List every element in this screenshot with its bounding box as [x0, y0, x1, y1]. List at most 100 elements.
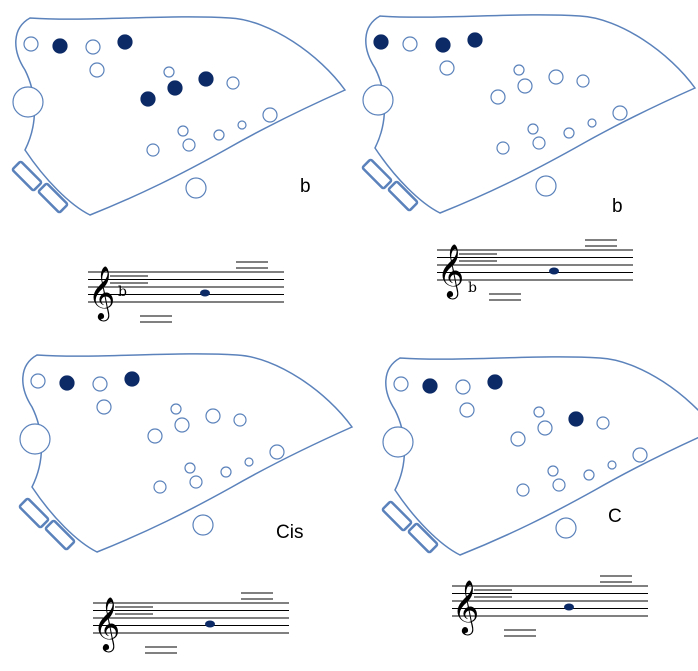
fingering-panel-2: b 𝄞 b: [361, 14, 697, 301]
note-label-1: b: [300, 176, 311, 197]
note-head: [200, 289, 210, 297]
hole-open: [576, 74, 590, 88]
hole-open: [146, 143, 160, 157]
hole-open: [527, 123, 539, 135]
hole-open: [533, 406, 545, 418]
hole-open: [459, 402, 475, 418]
hole-open: [174, 417, 190, 433]
hole-open: [612, 105, 628, 121]
hole-closed: [568, 411, 584, 427]
hole-open: [170, 403, 182, 415]
hole-open: [516, 483, 530, 497]
hole-closed: [167, 80, 183, 96]
hole-open: [262, 107, 278, 123]
hole-open: [205, 408, 221, 424]
hole-closed: [422, 378, 438, 394]
hole-open: [96, 399, 112, 415]
staff-3: 𝄞: [93, 592, 289, 654]
hole-open: [607, 460, 617, 470]
note-head: [564, 603, 574, 611]
vent-slot: [44, 519, 76, 551]
hole-open: [19, 423, 51, 455]
hole-open: [535, 175, 557, 197]
staff-4: 𝄞: [452, 575, 648, 637]
hole-open: [182, 138, 196, 152]
treble-clef-icon: 𝄞: [88, 265, 115, 321]
hole-open: [555, 517, 577, 539]
note-label-4: C: [608, 506, 622, 527]
hole-closed: [52, 38, 68, 54]
staff-2: 𝄞: [437, 239, 633, 301]
hole-open: [153, 480, 167, 494]
key-signature-flat-1: b: [118, 284, 127, 300]
hole-open: [496, 141, 510, 155]
hole-open: [163, 66, 175, 78]
hole-open: [89, 62, 105, 78]
hole-open: [439, 60, 455, 76]
vent-slot: [407, 522, 439, 554]
hole-open: [226, 76, 240, 90]
vent-slot: [18, 497, 50, 529]
treble-clef-icon: 𝄞: [437, 243, 464, 299]
hole-closed: [140, 91, 156, 107]
hole-closed: [198, 71, 214, 87]
hole-open: [537, 420, 553, 436]
vent-slot: [387, 180, 419, 212]
note-label-3: Cis: [276, 522, 303, 543]
hole-open: [596, 416, 610, 430]
hole-open: [402, 36, 418, 52]
hole-open: [547, 465, 559, 477]
hole-closed: [467, 32, 483, 48]
hole-open: [23, 36, 39, 52]
ocarina-diagram-4: [381, 356, 698, 556]
note-head: [549, 267, 559, 275]
hole-open: [587, 118, 597, 128]
fingering-panel-3: Cis 𝄞: [18, 353, 354, 654]
hole-closed: [487, 374, 503, 390]
vent-slot: [361, 158, 393, 190]
hole-open: [362, 84, 394, 116]
hole-open: [213, 129, 225, 141]
hole-open: [244, 457, 254, 467]
hole-open: [490, 89, 506, 105]
note-head: [205, 620, 215, 628]
hole-open: [455, 379, 471, 395]
hole-open: [147, 428, 163, 444]
ocarina-diagram-2: [361, 14, 697, 214]
hole-closed: [373, 34, 389, 50]
hole-open: [632, 447, 648, 463]
key-signature-flat-2: b: [468, 280, 477, 296]
vent-slot: [37, 182, 69, 214]
hole-open: [185, 177, 207, 199]
hole-open: [269, 444, 285, 460]
note-label-2: b: [612, 196, 623, 217]
staff-1: 𝄞: [88, 261, 284, 323]
hole-open: [177, 125, 189, 137]
hole-open: [382, 426, 414, 458]
hole-open: [563, 127, 575, 139]
vent-slot: [381, 500, 413, 532]
hole-open: [552, 478, 566, 492]
hole-closed: [59, 375, 75, 391]
hole-open: [548, 69, 564, 85]
hole-open: [189, 475, 203, 489]
hole-open: [85, 39, 101, 55]
hole-open: [583, 469, 595, 481]
hole-open: [513, 64, 525, 76]
hole-open: [393, 376, 409, 392]
hole-open: [12, 86, 44, 118]
treble-clef-icon: 𝄞: [93, 596, 120, 652]
treble-clef-icon: 𝄞: [452, 579, 479, 635]
hole-open: [532, 136, 546, 150]
hole-open: [233, 413, 247, 427]
vent-slot: [11, 160, 43, 192]
hole-closed: [117, 34, 133, 50]
hole-open: [510, 431, 526, 447]
hole-open: [220, 466, 232, 478]
hole-closed: [124, 371, 140, 387]
hole-open: [192, 514, 214, 536]
hole-open: [184, 462, 196, 474]
ocarina-diagram-1: [11, 16, 347, 216]
hole-open: [92, 376, 108, 392]
